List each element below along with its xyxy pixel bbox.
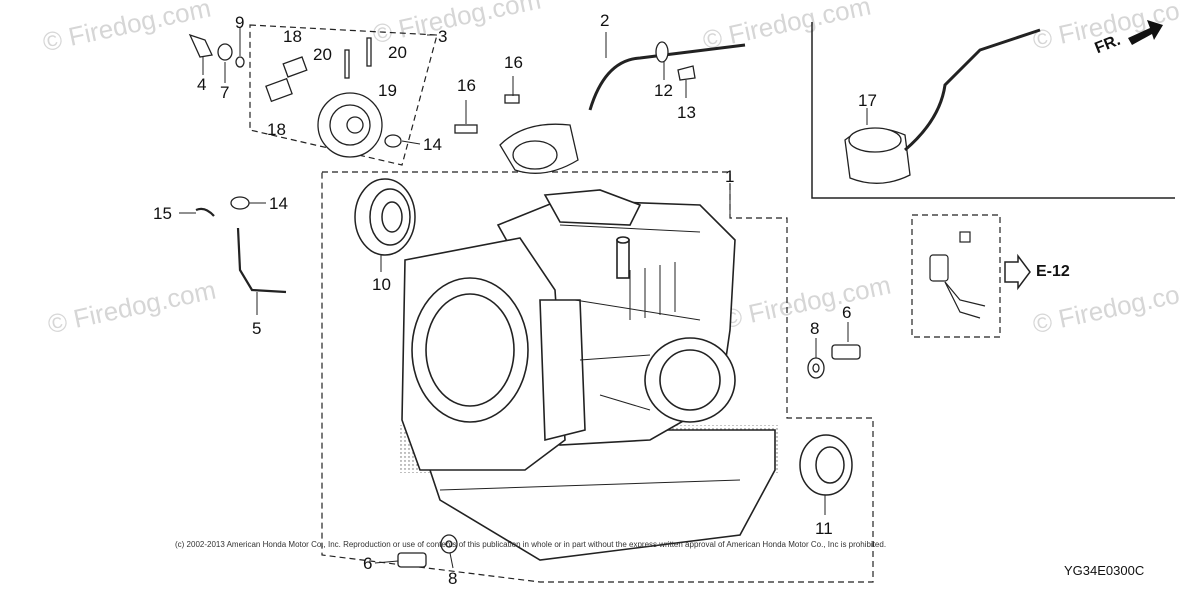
drawing-code: YG34E0300C [1064, 563, 1145, 578]
harness-connector [929, 231, 986, 319]
callout-number: 18 [283, 27, 302, 46]
governor-group-outline [249, 24, 438, 166]
callout-number: 5 [252, 319, 262, 338]
callout-number: 3 [438, 27, 448, 46]
callout-number: 14 [269, 194, 288, 213]
callout-number: 20 [388, 43, 407, 62]
callout-number: 1 [725, 167, 735, 186]
callout-number: 17 [858, 91, 877, 110]
oil-seal [799, 434, 853, 496]
callout-number: 4 [197, 75, 207, 94]
callout-number: 12 [654, 81, 673, 100]
bearing [354, 178, 416, 256]
section-reference-link[interactable]: E-12 [1036, 263, 1070, 280]
governor-assembly [265, 37, 383, 158]
oil-alert-kit [844, 28, 1041, 184]
crankcase [401, 189, 776, 561]
callout-number: 19 [378, 81, 397, 100]
front-arrow-icon [1128, 20, 1163, 45]
callout-number: 15 [153, 204, 172, 223]
callout-number: 16 [504, 53, 523, 72]
callout-number: 18 [267, 120, 286, 139]
governor-shaft [195, 207, 287, 294]
small-parts-left [188, 33, 245, 68]
callout-number: 20 [313, 45, 332, 64]
option-kit-frame [811, 22, 1175, 199]
crankcase-detail [439, 224, 741, 491]
callout-number: 13 [677, 103, 696, 122]
drain-bolt-upper [807, 344, 861, 379]
callout-number: 11 [815, 519, 833, 538]
breather-assembly [454, 41, 746, 174]
drain-bolt-lower [397, 534, 458, 568]
callout-number: 6 [842, 303, 852, 322]
callout-number: 7 [220, 83, 230, 102]
callout-number: 8 [448, 569, 458, 588]
washers [230, 134, 402, 210]
callout-number: 9 [235, 13, 245, 32]
harness-group-outline [911, 214, 1001, 338]
copyright-notice: (c) 2002-2013 American Honda Motor Co., … [175, 540, 887, 549]
reference-arrow-icon [1004, 253, 1031, 291]
callout-number: 16 [457, 76, 476, 95]
callout-number: 6 [363, 554, 373, 573]
callout-number: 8 [810, 319, 820, 338]
leader-lines [179, 28, 868, 569]
callout-number: 2 [600, 11, 610, 30]
callout-number: 14 [423, 135, 442, 154]
callout-number: 10 [372, 275, 391, 294]
